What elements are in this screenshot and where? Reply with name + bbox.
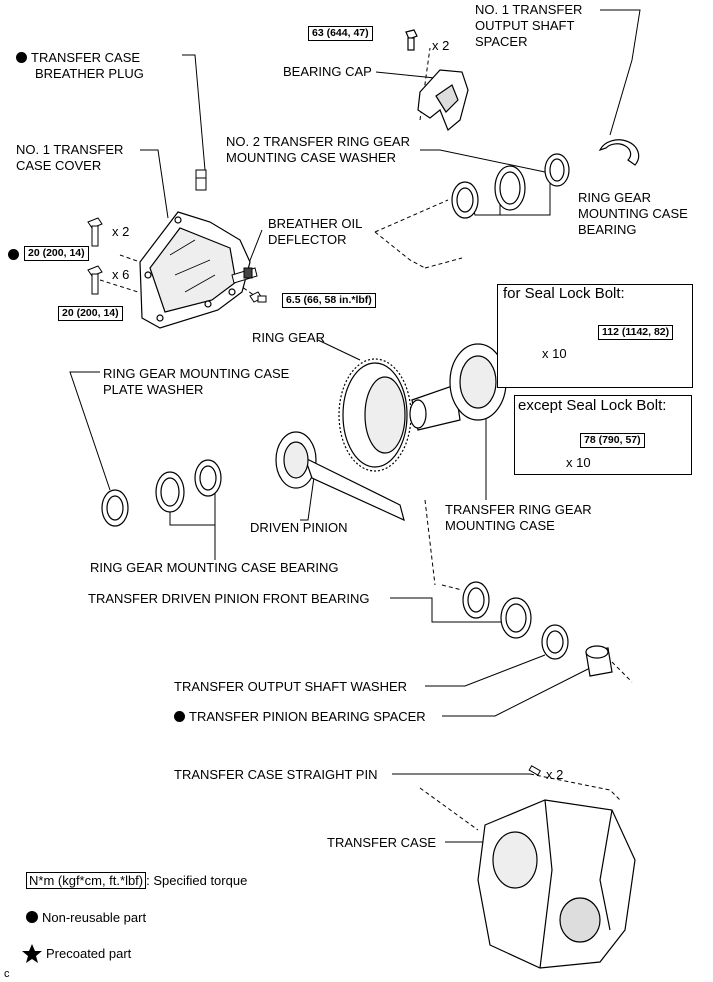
leader-bearing-spacer	[442, 667, 591, 717]
transfer-case-body	[477, 799, 636, 969]
leader-case-cover	[140, 149, 169, 219]
legend-dot-icon	[26, 911, 38, 923]
non-reusable-dot-icon	[174, 711, 185, 722]
label-straight-pin: TRANSFER CASE STRAIGHT PIN	[174, 767, 378, 782]
torque-seal-lock-bolt: 112 (1142, 82)	[598, 325, 674, 340]
legend-precoated: Precoated part	[46, 946, 132, 961]
label-rg-bearing-bottom: RING GEAR MOUNTING CASE BEARING	[90, 560, 339, 575]
qty-except-seal-lock-bolt: x 10	[566, 455, 591, 470]
ring-gear	[338, 358, 412, 472]
driven-pinion	[275, 431, 405, 522]
leader-output-spacer	[600, 9, 641, 136]
no2-washer	[544, 153, 570, 187]
seal-lock-box-title: for Seal Lock Bolt:	[503, 285, 625, 302]
label-front-bearing: TRANSFER DRIVEN PINION FRONT BEARING	[88, 591, 370, 606]
label-breather-plug: TRANSFER CASE BREATHER PLUG	[16, 50, 144, 82]
label-bearing-cap: BEARING CAP	[283, 64, 372, 79]
label-transfer-ring-gear-mounting-case: TRANSFER RING GEAR MOUNTING CASE	[445, 502, 592, 533]
rg-bearing-bottom	[155, 459, 222, 513]
label-transfer-case: TRANSFER CASE	[327, 835, 437, 850]
leader-no2-washer	[420, 149, 546, 173]
label-ring-gear: RING GEAR	[252, 330, 325, 345]
label-pinion-bearing-spacer: TRANSFER PINION BEARING SPACER	[174, 709, 426, 725]
leader-plate-washer	[69, 371, 111, 491]
leader-driven-pinion	[300, 469, 316, 521]
label-output-shaft-washer: TRANSFER OUTPUT SHAFT WASHER	[174, 679, 408, 694]
leader-bearing-cap	[375, 71, 436, 79]
bearing-cap	[405, 29, 469, 131]
legend-torque-key: N*m (kgf*cm, ft.*lbf)	[26, 872, 147, 889]
label-case-cover: NO. 1 TRANSFER CASE COVER	[16, 142, 124, 173]
corner-mark: c	[4, 968, 10, 980]
label-rg-bearing-right: RING GEAR MOUNTING CASE BEARING	[578, 190, 688, 237]
legend-non-reusable: Non-reusable part	[42, 910, 147, 925]
leader-front-bearing	[390, 597, 462, 623]
output-shaft-spacer	[598, 139, 640, 166]
leader-ring-gear	[317, 339, 361, 361]
rg-bearing-right	[451, 165, 526, 219]
label-no2-washer: NO. 2 TRANSFER RING GEAR MOUNTING CASE W…	[226, 134, 410, 165]
legend-star-icon	[22, 944, 42, 963]
straight-pin	[528, 765, 542, 776]
transfer-ring-gear-mounting-case	[409, 343, 507, 431]
transfer-case-cover	[139, 211, 251, 329]
torque-cover-bolt-b: 20 (200, 14)	[58, 306, 123, 321]
non-reusable-dot-icon	[16, 52, 27, 63]
label-output-spacer: NO. 1 TRANSFER OUTPUT SHAFT SPACER	[475, 2, 583, 49]
label-driven-pinion: DRIVEN PINION	[250, 520, 348, 535]
qty-bearing-cap-bolt: x 2	[432, 38, 450, 53]
breather-plug	[195, 169, 207, 191]
torque-cover-bolt-a: 20 (200, 14)	[24, 246, 89, 261]
non-reusable-dot-icon	[8, 249, 19, 260]
front-bearing	[462, 581, 532, 639]
except-box-title: except Seal Lock Bolt:	[518, 397, 667, 414]
output-shaft-washer	[541, 624, 569, 660]
cover-bolts	[87, 217, 103, 295]
leader-breather-plug	[182, 54, 206, 171]
qty-seal-lock-bolt: x 10	[542, 346, 567, 361]
legend-torque: N*m (kgf*cm, ft.*lbf): Specified torque	[26, 872, 247, 889]
plate-washer	[101, 489, 129, 527]
leader-shaft-washer	[425, 654, 546, 687]
label-breather-oil-deflector: BREATHER OIL DEFLECTOR	[268, 216, 363, 247]
qty-straight-pin: x 2	[546, 767, 564, 782]
torque-except-seal-lock-bolt: 78 (790, 57)	[580, 433, 645, 448]
label-plate-washer: RING GEAR MOUNTING CASE PLATE WASHER	[103, 366, 290, 397]
torque-deflector-bolt: 6.5 (66, 58 in.*lbf)	[282, 293, 376, 308]
breather-oil-deflector	[231, 267, 267, 303]
qty-cover-bolt-b: x 6	[112, 267, 130, 282]
qty-cover-bolt-a: x 2	[112, 224, 130, 239]
torque-bearing-cap-bolt: 63 (644, 47)	[308, 26, 373, 41]
pinion-bearing-spacer	[585, 645, 613, 677]
